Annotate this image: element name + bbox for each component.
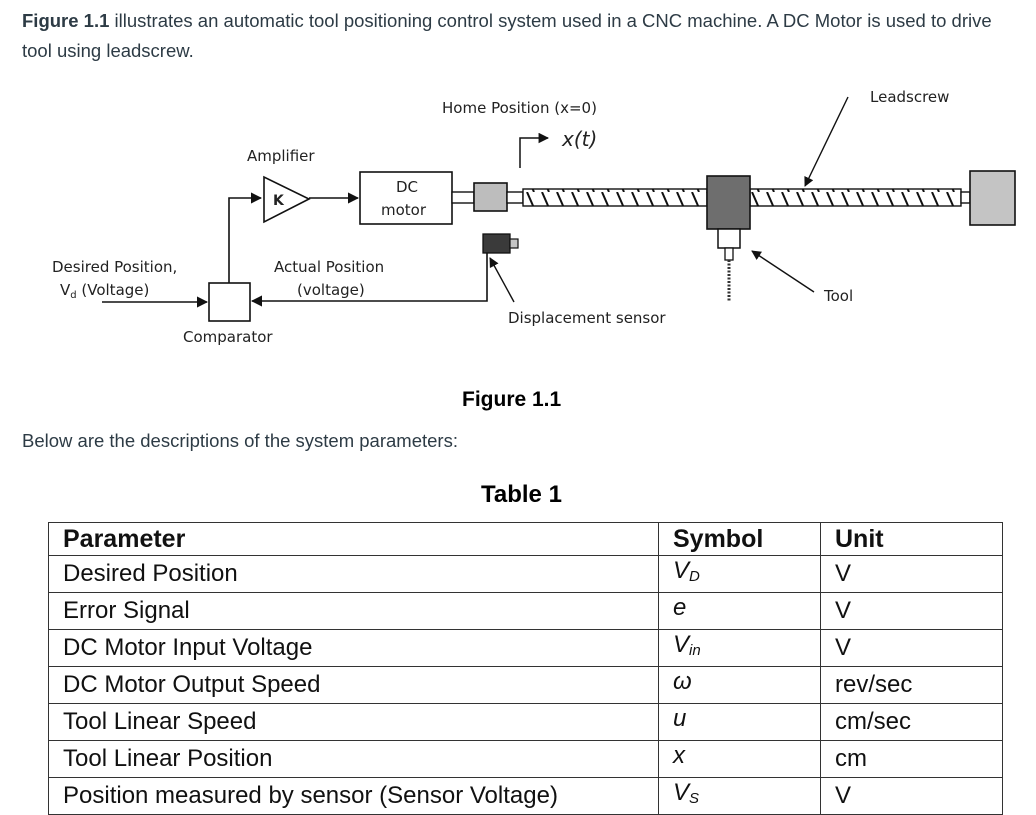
table-header-row: Parameter Symbol Unit: [48, 522, 1003, 556]
parameter-cell: DC Motor Output Speed: [48, 666, 659, 704]
parameters-table: Parameter Symbol Unit Desired Position V…: [48, 522, 1003, 815]
dc-motor-label-1: DC: [396, 178, 418, 196]
parameter-cell: Tool Linear Position: [48, 740, 659, 778]
comparator-block: [208, 282, 251, 322]
table-row: Tool Linear Speed u cm/sec: [48, 703, 1003, 741]
leadscrew-left: [522, 188, 708, 207]
parameter-cell: Position measured by sensor (Sensor Volt…: [48, 777, 659, 815]
sensor-tip: [509, 238, 519, 249]
coupling-shaft: [506, 191, 524, 204]
tool-label: Tool: [823, 287, 853, 305]
symbol-cell: u: [658, 703, 821, 741]
symbol-cell: VD: [658, 555, 821, 593]
symbol-cell: ω: [658, 666, 821, 704]
unit-cell: V: [820, 629, 1003, 667]
symbol-cell: VS: [658, 777, 821, 815]
unit-cell: cm: [820, 740, 1003, 778]
x-t-direction-arrow: [519, 132, 550, 168]
header-unit: Unit: [820, 522, 1003, 556]
parameter-cell: Error Signal: [48, 592, 659, 630]
coupling: [473, 182, 508, 212]
symbol-cell: Vin: [658, 629, 821, 667]
error-signal-line: [228, 192, 263, 283]
end-shaft: [960, 191, 971, 204]
unit-cell: V: [820, 555, 1003, 593]
intro-text: illustrates an automatic tool positionin…: [22, 10, 992, 61]
actual-position-label-2: (voltage): [297, 281, 365, 299]
leadscrew-pointer: [804, 96, 849, 187]
leadscrew-right: [749, 188, 962, 207]
header-symbol: Symbol: [658, 522, 821, 556]
unit-cell: V: [820, 592, 1003, 630]
control-system-diagram: Home Position (x=0) x(t) Amplifier Leads…: [52, 88, 1016, 346]
table-caption: Table 1: [481, 481, 562, 508]
home-position-label: Home Position (x=0): [442, 99, 597, 117]
actual-position-label-1: Actual Position: [274, 258, 384, 276]
table-row: Desired Position VD V: [48, 555, 1003, 593]
amplifier-label: Amplifier: [247, 147, 315, 165]
displacement-sensor: [482, 233, 511, 254]
table-row: DC Motor Input Voltage Vin V: [48, 629, 1003, 667]
symbol-cell: e: [658, 592, 821, 630]
tool-pointer: [751, 250, 815, 293]
unit-cell: rev/sec: [820, 666, 1003, 704]
intro-paragraph: Figure 1.1 illustrates an automatic tool…: [22, 6, 1022, 66]
parameter-cell: Desired Position: [48, 555, 659, 593]
header-parameter: Parameter: [48, 522, 659, 556]
leadscrew-label: Leadscrew: [870, 88, 949, 106]
x-t-label: x(t): [561, 127, 597, 151]
tool-holder: [717, 228, 741, 249]
displacement-sensor-label: Displacement sensor: [508, 309, 666, 327]
table-row: Error Signal e V: [48, 592, 1003, 630]
feedback-line: [250, 253, 488, 307]
figure-caption: Figure 1.1: [462, 388, 562, 411]
amplifier-gain-label: K: [273, 193, 285, 209]
parameters-intro-text: Below are the descriptions of the system…: [22, 430, 458, 451]
table-row: Tool Linear Position x cm: [48, 740, 1003, 778]
table-row: Position measured by sensor (Sensor Volt…: [48, 777, 1003, 815]
motor-shaft: [451, 191, 475, 204]
unit-cell: cm/sec: [820, 703, 1003, 741]
amplifier-triangle: [263, 175, 311, 224]
unit-cell: V: [820, 777, 1003, 815]
desired-position-label-1: Desired Position,: [52, 258, 177, 276]
sensor-pointer: [489, 257, 515, 303]
parameter-cell: Tool Linear Speed: [48, 703, 659, 741]
symbol-cell: x: [658, 740, 821, 778]
tool-carriage: [706, 175, 751, 230]
parameter-cell: DC Motor Input Voltage: [48, 629, 659, 667]
end-bearing-block: [969, 170, 1016, 226]
comparator-label: Comparator: [183, 328, 273, 346]
table-row: DC Motor Output Speed ω rev/sec: [48, 666, 1003, 704]
intro-figure-ref: Figure 1.1: [22, 10, 110, 31]
desired-position-label-2: Vd (Voltage): [60, 281, 149, 301]
dc-motor-label-2: motor: [381, 201, 427, 219]
tool-chuck: [724, 247, 734, 261]
